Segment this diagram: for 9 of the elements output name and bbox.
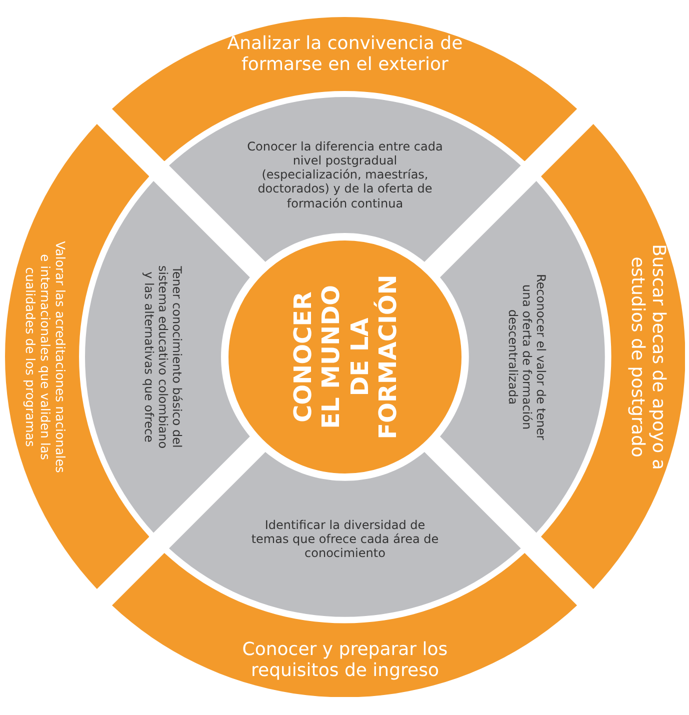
segment-text: Conocer y preparar los requisitos de ingreso	[241, 638, 449, 682]
segment-text: Analizar la convivencia de formarse en el exterior	[226, 32, 464, 76]
segment-text: Buscar becas de apoyo a estudios de postgrado	[626, 243, 670, 472]
segment-text: Identificar la diversidad de temas que ofrece cada área de conocimiento	[250, 518, 440, 560]
segment-text: Reconocer el valor de tener una oferta de formación descentralizada	[506, 272, 548, 442]
segment-text: Valorar las acreditaciones nacionales e internacionales que validen las cualidades de los programas	[22, 240, 68, 473]
segment-text: Conocer la diferencia entre cada nivel postgradual (especialización, maestrías, doctorados) y de la oferta de formación continua	[246, 140, 444, 210]
center-title: CONOCER EL MUNDO DE LA FORMACIÓN	[288, 274, 402, 440]
segment-text: Tener conocimiento básico del sistema educativo colombiano y las alternativas que ofrece	[142, 264, 184, 451]
